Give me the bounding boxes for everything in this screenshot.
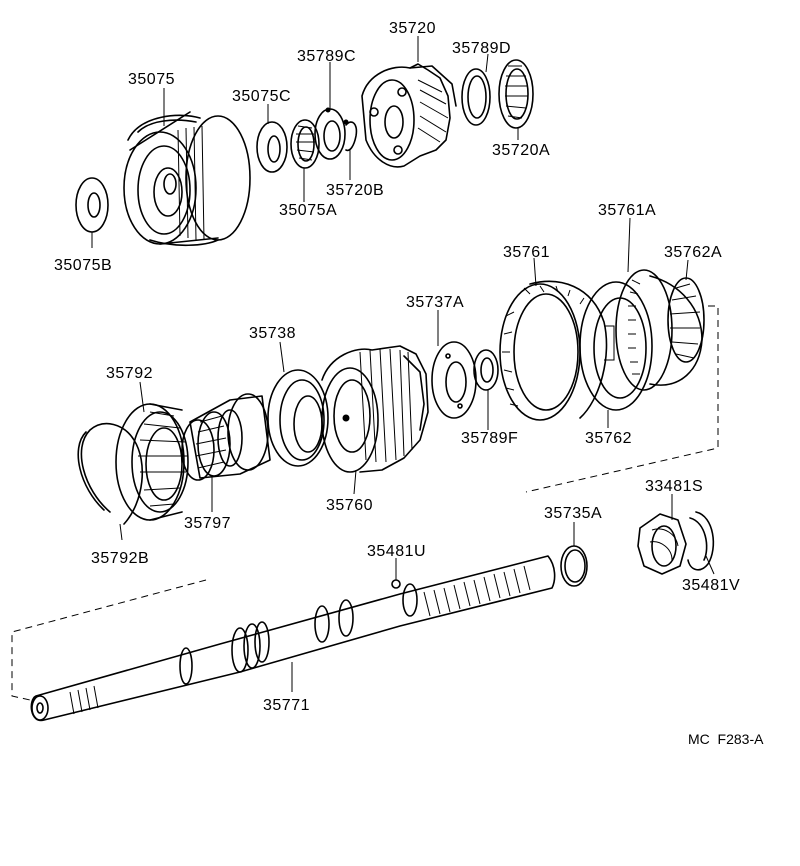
part-35075c-washer bbox=[256, 121, 288, 173]
label-35789f: 35789F bbox=[461, 430, 518, 447]
label-35789c: 35789C bbox=[297, 48, 356, 65]
label-35771: 35771 bbox=[263, 697, 310, 714]
part-33481s-drive-gear bbox=[637, 513, 687, 575]
part-35720-planetary-carrier bbox=[361, 63, 457, 168]
label-35075c: 35075C bbox=[232, 88, 291, 105]
label-35481v: 35481V bbox=[682, 577, 740, 594]
leader-lines bbox=[91, 36, 715, 692]
label-35797: 35797 bbox=[184, 515, 231, 532]
label-35762a: 35762A bbox=[664, 244, 722, 261]
label-35481u: 35481U bbox=[367, 543, 426, 560]
diagram-code: MC F283-A bbox=[688, 731, 764, 747]
label-35737a: 35737A bbox=[406, 294, 464, 311]
label-35761a: 35761A bbox=[598, 202, 656, 219]
part-35735a-o-ring bbox=[560, 545, 588, 587]
label-33481s: 33481S bbox=[645, 478, 703, 495]
part-35738-washer bbox=[267, 369, 329, 467]
group-box-clutch-pack bbox=[525, 305, 719, 493]
part-35762a-spring bbox=[649, 275, 705, 386]
label-35075: 35075 bbox=[128, 71, 175, 88]
part-35792b-snap-ring bbox=[77, 422, 144, 525]
part-35760-planetary-gear-set bbox=[321, 345, 429, 473]
part-35737a-thrust-plate bbox=[431, 341, 477, 419]
part-35075a-bearing bbox=[290, 119, 320, 169]
label-35760: 35760 bbox=[326, 497, 373, 514]
label-35792: 35792 bbox=[106, 365, 153, 382]
part-35771-output-shaft bbox=[30, 555, 556, 722]
part-35792-one-way-clutch bbox=[115, 403, 189, 521]
part-35789d-race bbox=[461, 68, 491, 126]
part-35789c-race bbox=[314, 107, 346, 160]
label-35075a: 35075A bbox=[279, 202, 337, 219]
group-box-output-shaft bbox=[11, 579, 207, 701]
part-35762-clutch-plate bbox=[579, 281, 653, 411]
label-35792b: 35792B bbox=[91, 550, 149, 567]
label-35738: 35738 bbox=[249, 325, 296, 342]
part-35720a-bearing bbox=[498, 59, 534, 129]
part-35789f-race bbox=[473, 349, 499, 391]
label-35762: 35762 bbox=[585, 430, 632, 447]
label-35720a: 35720A bbox=[492, 142, 550, 159]
part-35797-sun-gear bbox=[181, 393, 271, 481]
part-35720b-snap bbox=[343, 119, 358, 152]
label-35761: 35761 bbox=[503, 244, 550, 261]
part-labels: 35720 35075 35075C 35789C 35789D 35720A … bbox=[54, 20, 764, 747]
part-35075-clutch-drum bbox=[123, 111, 251, 247]
part-35761-ring-gear bbox=[499, 280, 608, 421]
label-35789d: 35789D bbox=[452, 40, 511, 57]
label-35735a: 35735A bbox=[544, 505, 602, 522]
label-35075b: 35075B bbox=[54, 257, 112, 274]
part-35761a-clutch-disc bbox=[615, 269, 673, 391]
label-35720b: 35720B bbox=[326, 182, 384, 199]
label-35720: 35720 bbox=[389, 20, 436, 37]
part-35481v-snap-ring bbox=[687, 511, 715, 571]
part-35075b-washer bbox=[75, 177, 109, 233]
